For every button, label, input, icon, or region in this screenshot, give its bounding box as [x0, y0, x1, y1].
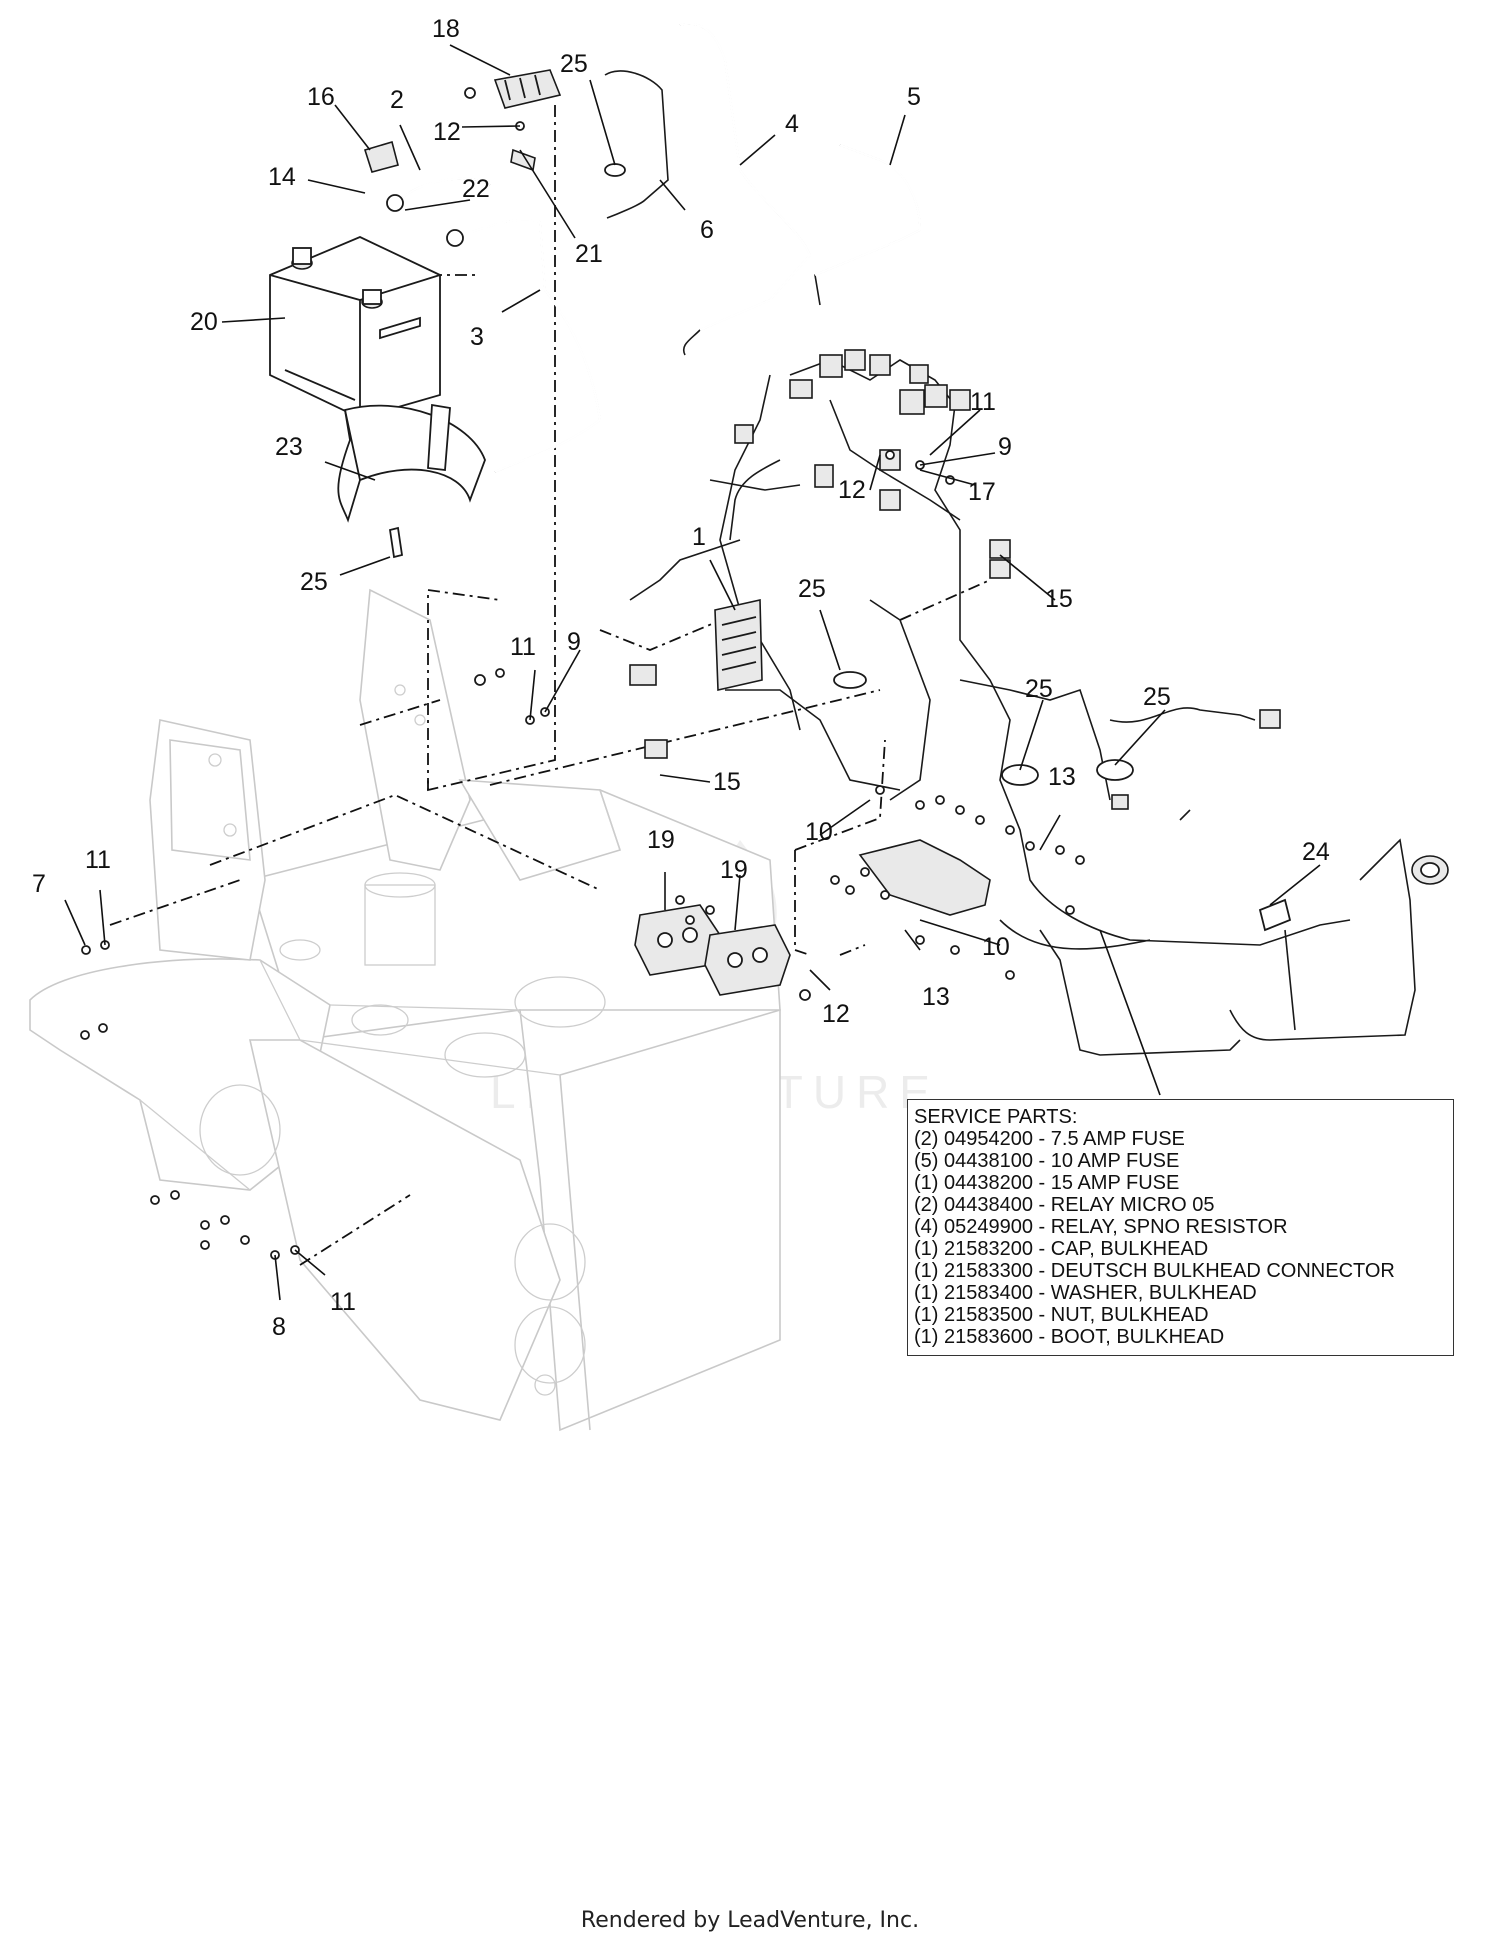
callout-12b: 12	[838, 476, 866, 504]
service-part-line: (1) 21583200 - CAP, BULKHEAD	[914, 1238, 1209, 1260]
fuse-box	[714, 599, 763, 691]
service-part-line: (1) 04438200 - 15 AMP FUSE	[914, 1172, 1180, 1194]
callout-labels: 18 16 2 25 4 5 12 14 22 21 6 20 3 23 25 …	[32, 15, 1330, 1341]
callout-9a: 9	[998, 433, 1012, 461]
callout-9b: 9	[567, 628, 581, 656]
callout-15a: 15	[1045, 585, 1073, 613]
service-parts-title: SERVICE PARTS:	[914, 1106, 1078, 1128]
connector-15a	[629, 664, 657, 686]
callout-13b: 13	[922, 983, 950, 1011]
footer-credit: Rendered by LeadVenture, Inc.	[580, 1908, 920, 1933]
callout-7: 7	[32, 870, 46, 898]
leader-lines	[64, 44, 1321, 1301]
chassis-frame	[29, 588, 781, 1432]
callout-10b: 10	[982, 933, 1010, 961]
service-part-line: (1) 21583400 - WASHER, BULKHEAD	[914, 1282, 1257, 1304]
callout-8: 8	[272, 1313, 286, 1341]
callout-23: 23	[275, 433, 303, 461]
callout-18: 18	[432, 15, 460, 43]
callout-3: 3	[470, 323, 484, 351]
module-19-right	[704, 924, 791, 996]
callout-11b: 11	[510, 633, 536, 661]
terminal-cover	[363, 140, 399, 173]
callout-13a: 13	[1048, 763, 1076, 791]
service-parts-box: SERVICE PARTS: (2) 04954200 - 7.5 AMP FU…	[907, 1099, 1454, 1356]
harness-bracket	[858, 839, 991, 916]
service-part-line: (2) 04954200 - 7.5 AMP FUSE	[914, 1128, 1185, 1150]
battery-cover	[337, 403, 486, 523]
callout-25d: 25	[1025, 675, 1053, 703]
hardware	[80, 87, 1085, 1260]
callout-22: 22	[462, 175, 490, 203]
battery-cables	[386, 177, 602, 473]
callout-11c: 11	[85, 846, 111, 874]
service-part-line: (1) 21583600 - BOOT, BULKHEAD	[914, 1326, 1225, 1348]
callout-6: 6	[700, 216, 714, 244]
service-part-line: (1) 21583300 - DEUTSCH BULKHEAD CONNECTO…	[914, 1260, 1395, 1282]
service-part-line: (4) 05249900 - RELAY, SPNO RESISTOR	[914, 1216, 1288, 1238]
callout-17: 17	[968, 478, 996, 506]
callout-25c: 25	[798, 575, 826, 603]
connector-15c	[989, 559, 1011, 579]
callout-24: 24	[1302, 838, 1330, 866]
callout-2: 2	[390, 86, 404, 114]
callout-15b: 15	[713, 768, 741, 796]
cable-5	[814, 144, 921, 306]
callout-14: 14	[268, 163, 296, 191]
callout-12c: 12	[822, 1000, 850, 1028]
clamps-25	[388, 163, 1134, 786]
wire-harness	[629, 359, 1416, 1056]
callout-1: 1	[692, 523, 706, 551]
callout-16: 16	[307, 83, 335, 111]
assembly-lines	[109, 105, 991, 1266]
callout-21: 21	[575, 240, 603, 268]
fuse-block	[493, 69, 562, 109]
callout-25: 25	[560, 50, 588, 78]
callout-5: 5	[907, 83, 921, 111]
callout-19b: 19	[720, 856, 748, 884]
bulkhead-connector	[1258, 855, 1449, 1031]
service-part-line: (2) 04438400 - RELAY MICRO 05	[914, 1194, 1215, 1216]
callout-10a: 10	[805, 818, 833, 846]
service-part-line: (1) 21583500 - NUT, BULKHEAD	[914, 1304, 1209, 1326]
callout-11a: 11	[970, 388, 996, 416]
relay-cluster	[734, 349, 1281, 810]
callout-11d: 11	[330, 1288, 356, 1316]
battery	[269, 236, 441, 419]
callout-19a: 19	[647, 826, 675, 854]
callout-20: 20	[190, 308, 218, 336]
callout-25b: 25	[300, 568, 328, 596]
callout-25e: 25	[1143, 683, 1171, 711]
callout-4: 4	[785, 110, 799, 138]
cable-4	[679, 23, 811, 356]
cable-6	[604, 70, 669, 219]
service-part-line: (5) 04438100 - 10 AMP FUSE	[914, 1150, 1180, 1172]
connector-15b	[644, 739, 668, 759]
callout-12: 12	[433, 118, 461, 146]
